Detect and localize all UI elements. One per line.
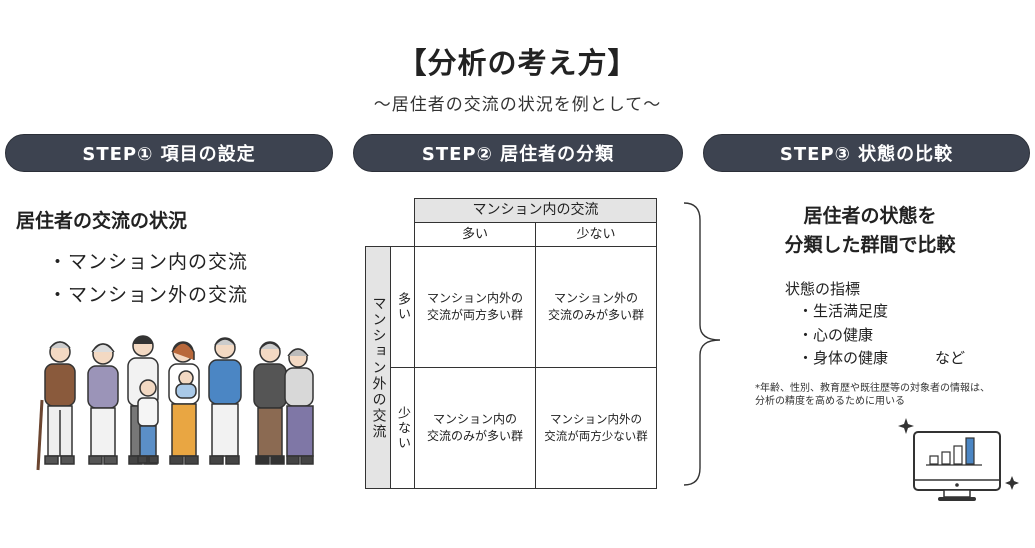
matrix-col-header: マンション内の交流	[414, 198, 657, 223]
matrix-cell-outside-only: マンション外の 交流のみが多い群	[535, 246, 657, 368]
step3-note: *年齢、性別、教育歴や既往歴等の対象者の情報は、分析の精度を高めるために用いる	[755, 383, 990, 407]
step3-index-satisfaction: ・生活満足度	[798, 302, 889, 320]
step1-item-inside: ・マンション内の交流	[48, 251, 249, 273]
matrix-col-label-few: 少ない	[535, 222, 657, 247]
step3-heading-line-1: 居住者の状態を	[803, 205, 937, 227]
matrix-cell-inside-only: マンション内の 交流のみが多い群	[414, 367, 536, 489]
matrix-col-label-many: 多い	[414, 222, 536, 247]
page-title: 【分析の考え方】	[397, 46, 638, 80]
step3-index-title: 状態の指標	[785, 280, 861, 298]
matrix-cell-both-many: マンション内外の 交流が両方多い群	[414, 246, 536, 368]
matrix-cell-both-few: マンション内外の 交流が両方少ない群	[535, 367, 657, 489]
curly-brace	[683, 202, 721, 486]
monitor-chart-icon	[898, 418, 1019, 501]
page-subtitle: 〜居住者の交流の状況を例として〜	[373, 95, 662, 115]
step-1-pill: STEP① 項目の設定	[5, 134, 333, 172]
matrix-row-header: マンション外の交流	[365, 246, 391, 489]
matrix-row-label-few: 少ない	[395, 405, 410, 451]
sparkle-icon	[898, 418, 914, 434]
matrix-row-label-many: 多い	[395, 292, 410, 322]
sparkle-icon	[1005, 476, 1019, 490]
step-3-pill: STEP③ 状態の比較	[703, 134, 1030, 172]
step3-index-mental: ・心の健康	[798, 326, 874, 344]
step3-heading-line-2: 分類した群間で比較	[784, 234, 956, 256]
step1-item-outside: ・マンション外の交流	[48, 284, 249, 306]
step-2-pill: STEP② 居住者の分類	[353, 134, 683, 172]
step3-index-physical: ・身体の健康	[798, 349, 889, 367]
step1-heading: 居住者の交流の状況	[16, 210, 188, 232]
family-illustration	[36, 335, 314, 471]
matrix-row-label-many-cell: 多い	[390, 246, 415, 368]
matrix-row-label-few-cell: 少ない	[390, 367, 415, 489]
step3-etc: など	[935, 349, 966, 367]
matrix-row-header-text: マンション外の交流	[370, 295, 387, 440]
step3-heading: 居住者の状態を 分類した群間で比較	[745, 202, 995, 260]
